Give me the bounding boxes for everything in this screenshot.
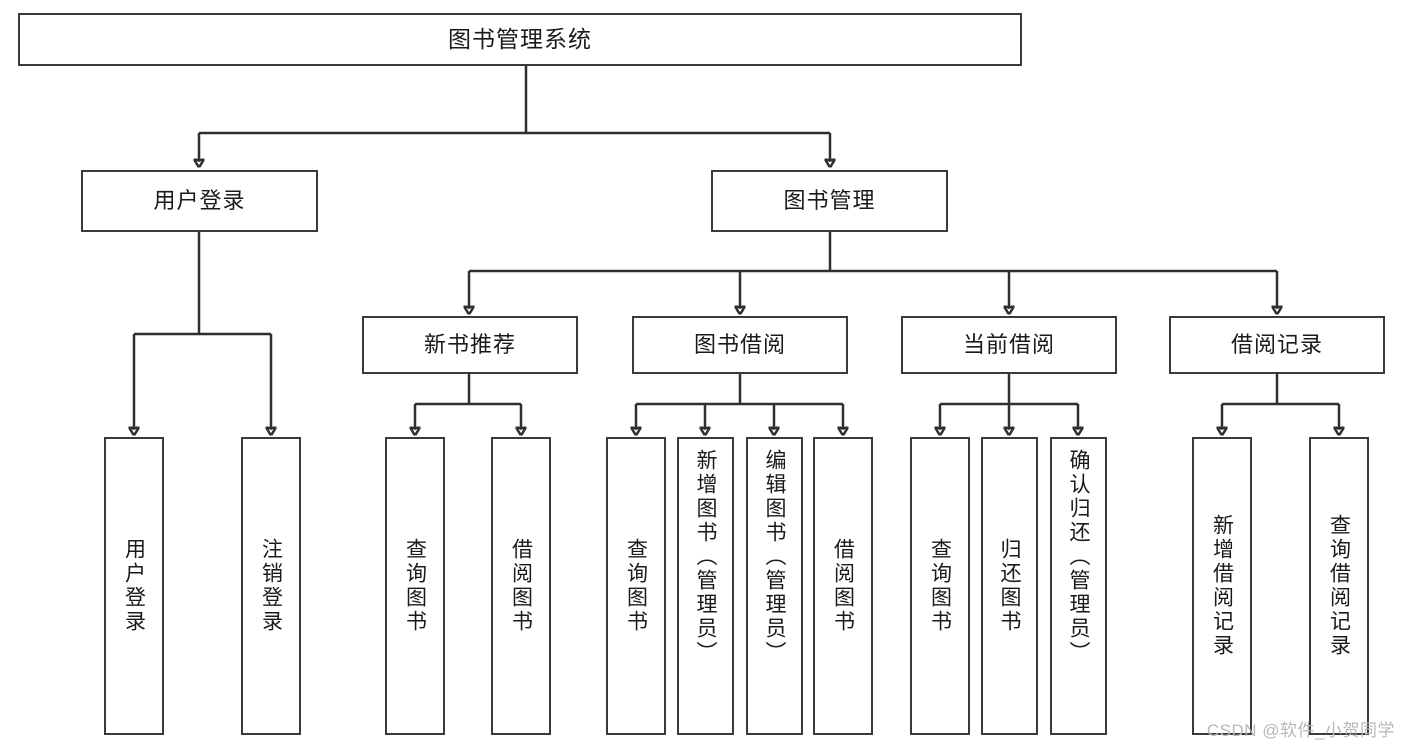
node-label: 确认归还（管理员）	[1067, 449, 1090, 665]
node-root-book-management-system[interactable]: 图书管理系统	[18, 13, 1022, 66]
node-label: 新增图书（管理员）	[694, 449, 717, 665]
node-label: 查询借阅记录	[1327, 514, 1351, 658]
node-current-borrow[interactable]: 当前借阅	[901, 316, 1117, 374]
node-new-book-recommend[interactable]: 新书推荐	[362, 316, 578, 374]
node-label: 图书管理系统	[448, 26, 592, 53]
node-label: 借阅记录	[1230, 332, 1323, 358]
node-book-borrow[interactable]: 图书借阅	[632, 316, 848, 374]
watermark-text: CSDN @软件_小贺同学	[1206, 721, 1395, 740]
node-leaf-query-book-current[interactable]: 查询图书	[910, 437, 970, 735]
node-label: 查询图书	[624, 538, 648, 634]
node-leaf-add-borrow-record[interactable]: 新增借阅记录	[1192, 437, 1252, 735]
node-leaf-add-book-admin[interactable]: 新增图书（管理员）	[677, 437, 734, 735]
node-leaf-query-borrow-record[interactable]: 查询借阅记录	[1309, 437, 1369, 735]
node-borrow-record[interactable]: 借阅记录	[1169, 316, 1385, 374]
node-leaf-borrow-book[interactable]: 借阅图书	[813, 437, 873, 735]
node-leaf-confirm-return-admin[interactable]: 确认归还（管理员）	[1050, 437, 1107, 735]
node-label: 编辑图书（管理员）	[763, 449, 786, 665]
node-book-management[interactable]: 图书管理	[711, 170, 948, 232]
node-label: 借阅图书	[509, 538, 533, 634]
node-label: 新书推荐	[423, 332, 516, 358]
node-label: 当前借阅	[962, 332, 1055, 358]
node-leaf-logout[interactable]: 注销登录	[241, 437, 301, 735]
node-label: 用户登录	[153, 188, 246, 214]
node-leaf-query-book-borrow[interactable]: 查询图书	[606, 437, 666, 735]
node-leaf-borrow-book-recommend[interactable]: 借阅图书	[491, 437, 551, 735]
node-leaf-edit-book-admin[interactable]: 编辑图书（管理员）	[746, 437, 803, 735]
node-leaf-return-book[interactable]: 归还图书	[981, 437, 1038, 735]
node-label: 查询图书	[928, 538, 952, 634]
node-label: 图书管理	[783, 188, 876, 214]
node-leaf-query-book-recommend[interactable]: 查询图书	[385, 437, 445, 735]
node-label: 新增借阅记录	[1210, 514, 1234, 658]
node-label: 查询图书	[403, 538, 427, 634]
node-label: 借阅图书	[831, 538, 855, 634]
node-label: 注销登录	[259, 538, 283, 634]
node-user-login[interactable]: 用户登录	[81, 170, 318, 232]
node-label: 用户登录	[122, 538, 146, 634]
node-label: 归还图书	[998, 538, 1021, 634]
node-leaf-user-login[interactable]: 用户登录	[104, 437, 164, 735]
node-label: 图书借阅	[693, 332, 786, 358]
